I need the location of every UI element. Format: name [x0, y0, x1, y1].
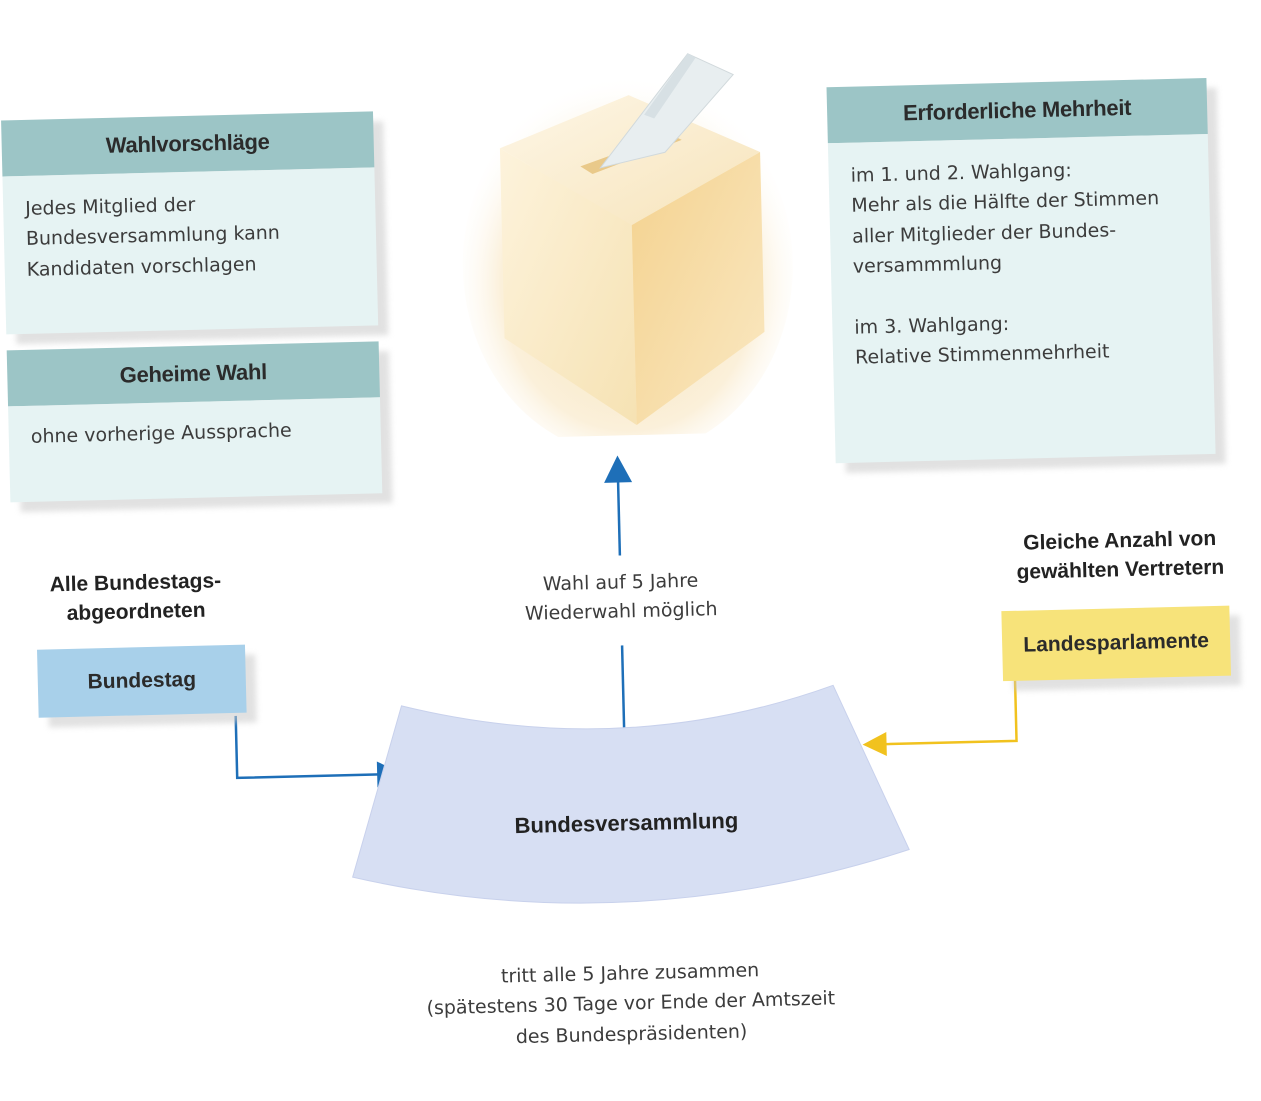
landes-connector: [884, 678, 1018, 746]
landes-arrow-head: [862, 732, 887, 757]
center-arrow-line-2: Wiederwahl möglich: [524, 597, 718, 625]
landes-box: Landesparlamente: [1001, 605, 1242, 691]
ballot-box-icon: [462, 53, 793, 440]
center-arrow-shaft-upper: [616, 480, 622, 556]
bundestag-connector: [234, 715, 381, 780]
bundestag-label: Bundestag: [37, 644, 247, 718]
center-arrow-head: [604, 455, 633, 483]
center-arrow-shaft-lower: [620, 645, 626, 736]
bundestag-caption-line-2: abgeordneten: [66, 599, 206, 626]
landes-caption: Gleiche Anzahl von gewählten Vertretern: [999, 523, 1240, 588]
landes-caption-line-2: gewählten Vertretern: [1016, 556, 1225, 585]
center-arrow-text: Wahl auf 5 Jahre Wiederwahl möglich: [495, 565, 746, 628]
bundestag-caption: Alle Bundestags- abgeordneten: [45, 566, 226, 629]
bundestag-box: Bundestag: [37, 644, 257, 728]
assembly-note: tritt alle 5 Jahre zusammen (spätestens …: [390, 953, 872, 1056]
bundestag-caption-line-1: Alle Bundestags-: [49, 569, 222, 597]
landes-label: Landesparlamente: [1001, 605, 1232, 682]
assembly-arc-shape: [352, 685, 910, 904]
